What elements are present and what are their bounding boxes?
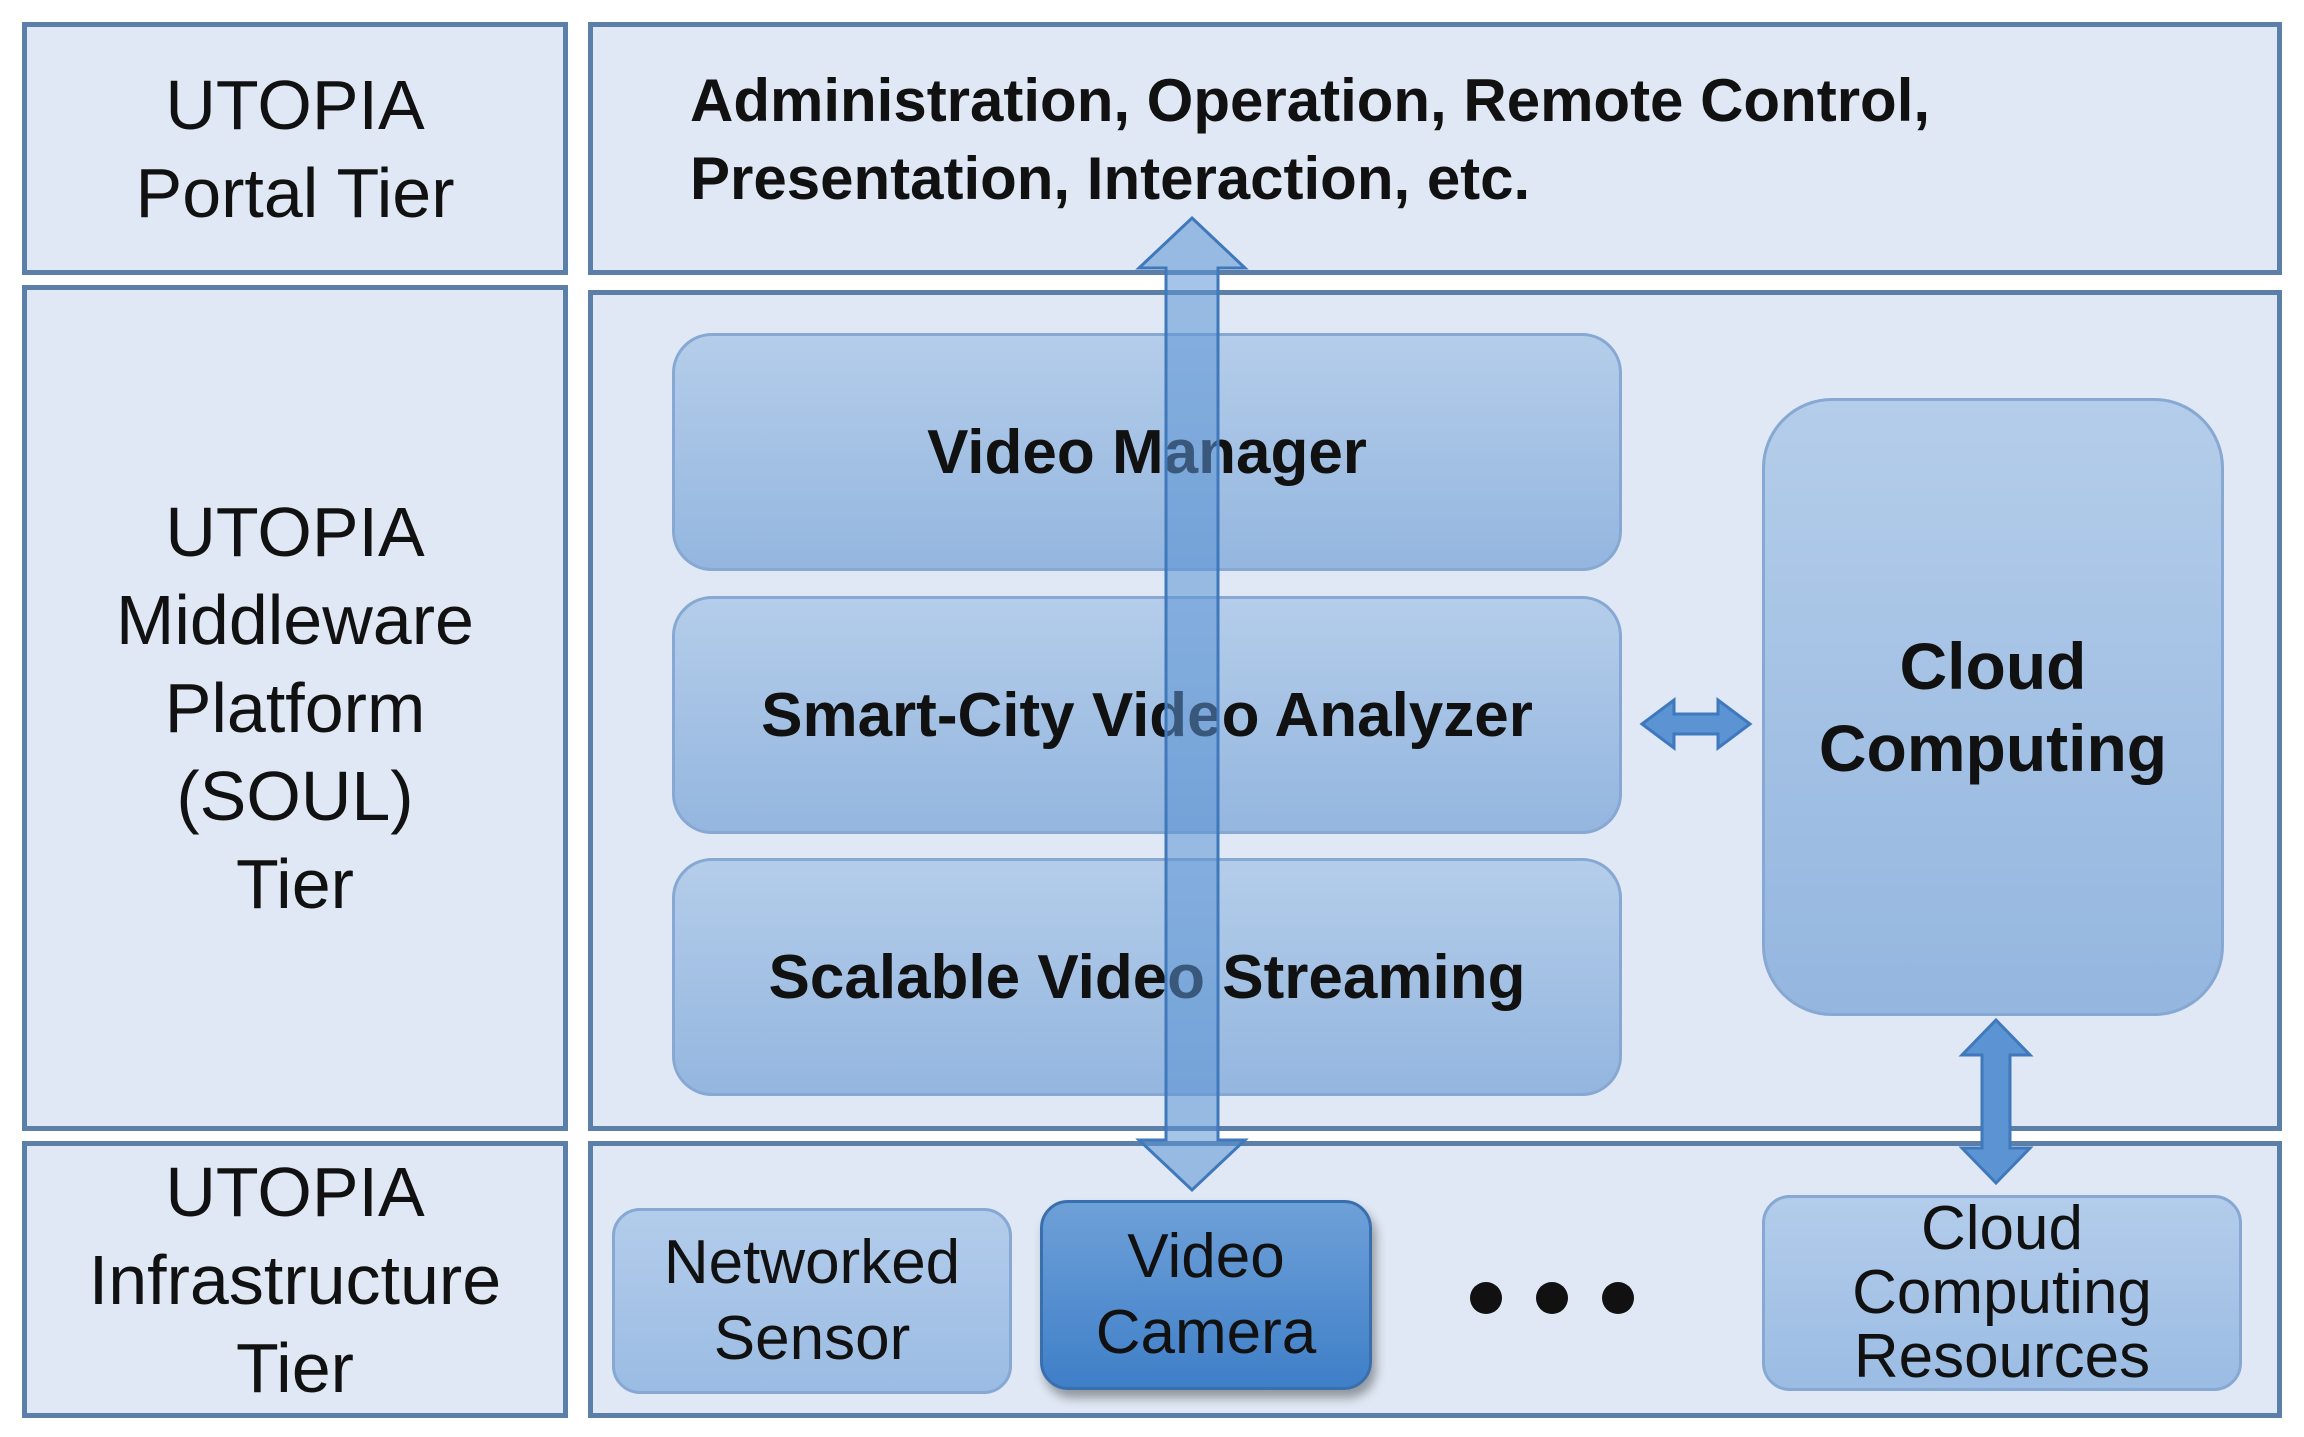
portal-tier-panel [22,22,568,275]
ellipsis-dot [1536,1282,1568,1314]
video-manager-module: Video Manager [672,333,1622,571]
middleware-tier-panel [22,285,568,1131]
ellipsis-dots [1470,1272,1650,1322]
portal-description-line-2: Presentation, Interaction, etc. [690,145,1531,212]
cloud-computing-box: Cloud Computing [1762,398,2224,1016]
portal-camera-double-arrow [1135,215,1249,1193]
cloud-resources-box: Cloud Computing Resources [1762,1195,2242,1391]
video-camera-box: Video Camera [1040,1200,1372,1390]
video-streaming-module: Scalable Video Streaming [672,858,1622,1096]
analyzer-cloud-double-arrow [1639,697,1753,751]
portal-tier-label: UTOPIA Portal Tier [135,65,455,232]
portal-description: Administration, Operation, Remote Contro… [690,62,1930,218]
ellipsis-dot [1602,1282,1634,1314]
networked-sensor-box: Networked Sensor [612,1208,1012,1394]
cloud-resources-double-arrow [1958,1017,2034,1186]
infrastructure-tier-panel [22,1141,568,1418]
video-analyzer-module: Smart-City Video Analyzer [672,596,1622,834]
middleware-tier-label: UTOPIA Middleware Platform (SOUL) Tier [116,493,474,923]
portal-content-panel [588,22,2282,275]
ellipsis-dot [1470,1282,1502,1314]
infrastructure-tier-label: UTOPIA Infrastructure Tier [88,1152,502,1407]
portal-description-line-1: Administration, Operation, Remote Contro… [690,67,1931,134]
